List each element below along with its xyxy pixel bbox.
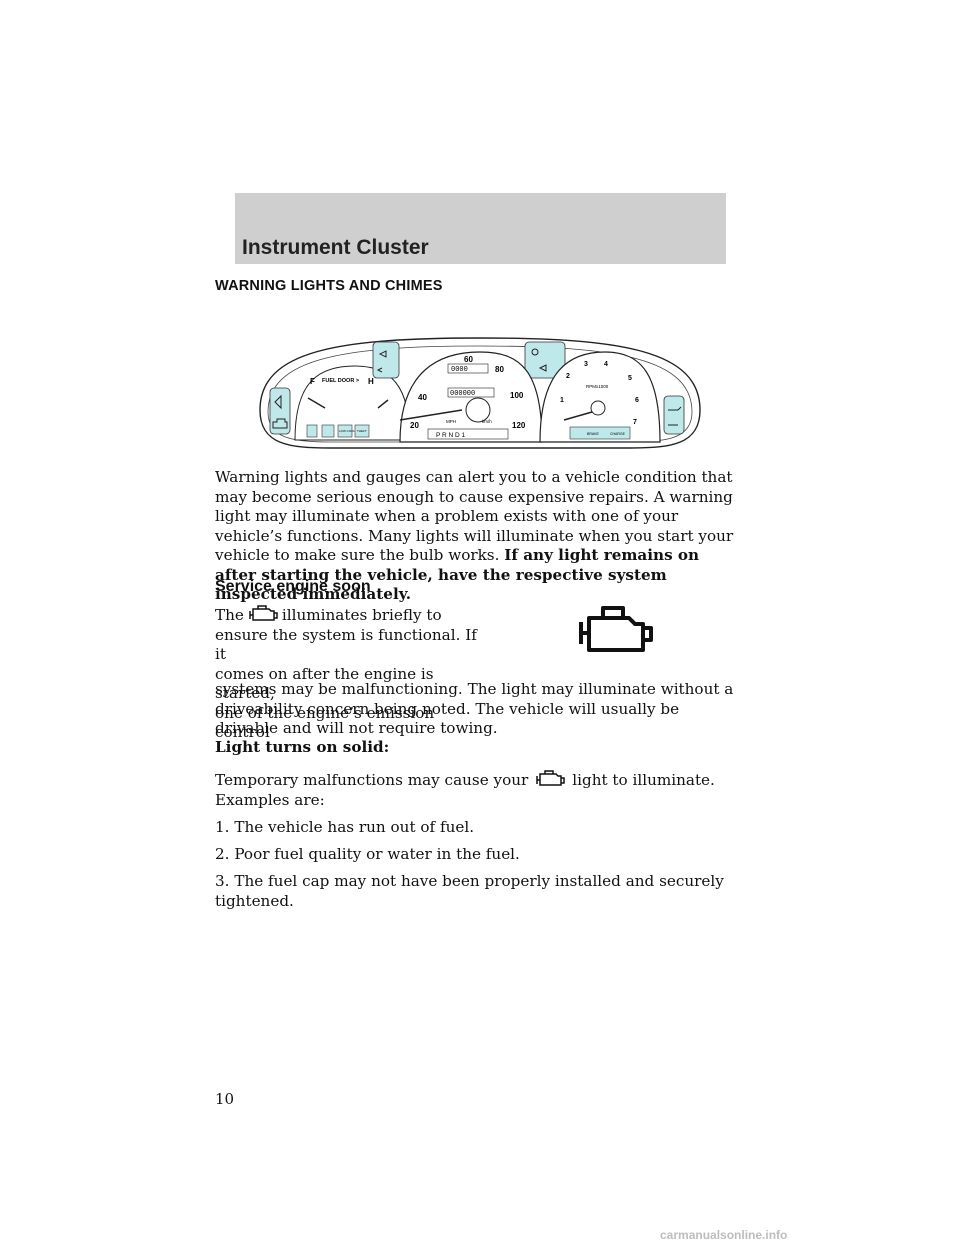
page-number: 10	[215, 1090, 235, 1108]
speed-80: 80	[495, 365, 504, 374]
odometer: 000000	[450, 390, 475, 398]
seatbelt-icon	[321, 424, 335, 438]
fuel-door-label: FUEL DOOR >	[322, 378, 359, 384]
rpm-4: 4	[604, 361, 608, 368]
engine-icon	[579, 606, 653, 652]
service-paragraph-rest: systems may be malfunctioning. The light…	[215, 680, 734, 737]
fuel-f-label: F	[310, 377, 315, 386]
page-title: Instrument Cluster	[242, 236, 429, 259]
engine-icon	[536, 770, 566, 786]
example-item-1: 1. The vehicle has run out of fuel.	[215, 818, 475, 836]
fuel-pump-icon	[306, 424, 318, 438]
rpm-3: 3	[584, 361, 588, 368]
speed-60: 60	[464, 355, 473, 364]
rpm-5: 5	[628, 375, 632, 382]
trip-odometer: 0000	[451, 366, 468, 374]
temp-h-label: H	[368, 377, 374, 386]
rpm-2: 2	[566, 373, 570, 380]
rpm-7: 7	[633, 419, 637, 426]
oil-icon	[668, 406, 682, 426]
intro-paragraph: Warning lights and gauges can alert you …	[215, 468, 734, 603]
speed-120: 120	[512, 421, 526, 430]
rpm-unit: RPMx1000	[586, 384, 609, 389]
footer-watermark: carmanualsonline.info	[660, 1228, 788, 1242]
service-engine-soon-heading: Service engine soon	[215, 578, 371, 595]
kmh-label: km/h	[482, 419, 492, 424]
header-band	[235, 193, 726, 264]
section-title: WARNING LIGHTS AND CHIMES	[215, 278, 443, 294]
low-coolant-label: LOW COOLANT	[339, 429, 361, 433]
gear-indicator: P R N D 1	[436, 432, 466, 439]
mph-label: MPH	[446, 419, 456, 424]
brake-label: BRAKE	[587, 432, 600, 436]
engine-icon	[272, 418, 288, 429]
speed-20: 20	[410, 421, 419, 430]
theft-label: THEFT	[357, 429, 367, 433]
turn-signal-icon	[376, 350, 387, 373]
example-item-3: 3. The fuel cap may not have been proper…	[215, 872, 724, 910]
charge-label: CHARGE	[610, 432, 626, 436]
speed-100: 100	[510, 391, 524, 400]
rpm-1: 1	[560, 397, 564, 404]
engine-icon	[249, 605, 278, 621]
instrument-cluster-illustration: F FUEL DOOR > H LOW COOLANT THEFT 20 40 …	[259, 337, 701, 449]
speed-40: 40	[418, 393, 427, 402]
door-ajar-icon	[274, 394, 282, 410]
rpm-6: 6	[635, 397, 639, 404]
airbag-icon	[531, 348, 539, 356]
example-item-2: 2. Poor fuel quality or water in the fue…	[215, 845, 520, 863]
solid-light-heading: Light turns on solid:	[215, 738, 390, 756]
